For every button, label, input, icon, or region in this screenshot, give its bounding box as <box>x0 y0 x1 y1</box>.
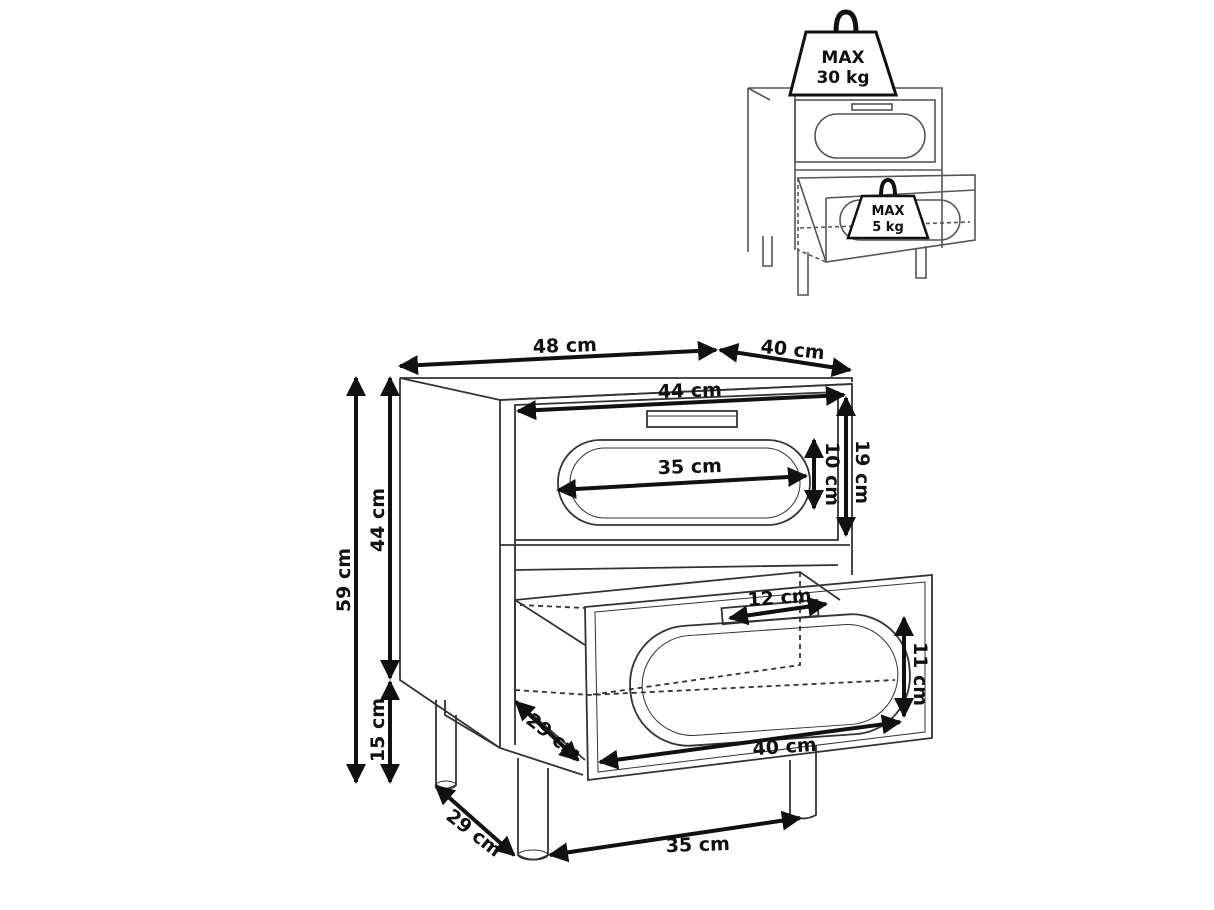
leg-width-arrow <box>548 810 802 863</box>
leg-height-label: 15 cm <box>367 698 389 762</box>
inner-drawer-height-label: 11 cm <box>909 642 931 706</box>
weight-icon: MAX 5 kg <box>846 177 930 240</box>
drawer-height-label: 19 cm <box>851 440 873 504</box>
dimension-labels: 48 cm 40 cm 44 cm 35 cm 10 cm 19 cm 44 c… <box>333 334 931 862</box>
dimension-lines <box>346 340 914 863</box>
cutout-height-label: 10 cm <box>821 442 843 506</box>
leg-width-spacing-label: 35 cm <box>665 833 730 857</box>
drawer-width-arrow <box>516 385 846 421</box>
top-weight-max-label: MAX <box>821 48 864 68</box>
total-width-arrow <box>398 340 718 376</box>
body-height-label: 44 cm <box>367 488 389 552</box>
inner-drawer-depth-label: 29 cm <box>522 709 586 766</box>
handle-width-label: 12 cm <box>747 585 813 611</box>
total-depth-label: 40 cm <box>760 336 826 365</box>
drawer-weight-value: 5 kg <box>872 220 904 235</box>
top-weight-value: 30 kg <box>816 68 869 88</box>
drawer-weight-max-label: MAX <box>871 204 904 219</box>
total-width-label: 48 cm <box>532 334 597 358</box>
inner-drawer-depth-arrow <box>514 700 580 762</box>
cutout-width-arrow <box>556 467 808 499</box>
inner-drawer-width-label: 40 cm <box>752 734 818 760</box>
drawer-front-width-label: 44 cm <box>657 379 722 403</box>
cutout-width-label: 35 cm <box>657 455 722 479</box>
weight-icon: MAX 30 kg <box>788 9 899 97</box>
inner-drawer-width-arrow <box>598 714 902 770</box>
load-diagram <box>747 87 976 296</box>
leg-depth-spacing-label: 29 cm <box>442 805 506 862</box>
total-height-label: 59 cm <box>333 548 355 612</box>
total-depth-arrow <box>718 342 852 378</box>
leg-depth-arrow <box>434 784 516 857</box>
handle-width-arrow <box>728 596 828 626</box>
